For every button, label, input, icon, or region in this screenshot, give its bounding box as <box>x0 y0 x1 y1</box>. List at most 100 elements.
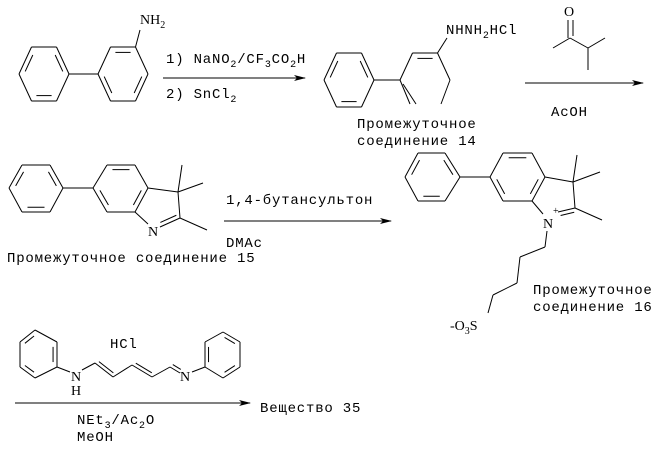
c-n-bond <box>438 38 448 53</box>
positive-charge-label: + <box>553 206 559 217</box>
conditions-step4-line2: MeOH <box>77 430 114 446</box>
bond <box>588 38 605 48</box>
ring-bond <box>35 330 57 342</box>
ring-bond <box>19 74 32 101</box>
bond <box>575 208 602 220</box>
alkyl-chain-bond <box>517 257 520 283</box>
bond <box>545 177 573 182</box>
product-label: Вещество 35 <box>260 401 361 417</box>
intermediate-14-label-line1: Промежуточное <box>357 117 477 133</box>
ring-bond <box>35 367 57 378</box>
ring-bond <box>9 188 22 212</box>
methyl-isopropyl-ketone-structure <box>553 20 605 70</box>
ring-bond <box>223 367 240 378</box>
chain-bond <box>113 365 132 377</box>
ring-bond <box>405 177 418 201</box>
ring-bond <box>93 165 107 188</box>
double-bond <box>444 160 453 175</box>
bond <box>570 38 588 48</box>
intermediate-16-label-line2: соединение 16 <box>533 300 653 316</box>
chain-bond <box>82 363 95 370</box>
ring-bond <box>441 80 450 104</box>
indolenine-nitrogen-label: N <box>148 225 158 240</box>
ring-bond <box>135 188 148 212</box>
ring-bond <box>20 330 35 342</box>
ring-bond <box>98 47 111 74</box>
bond <box>178 192 180 218</box>
bond <box>573 172 600 182</box>
double-bond <box>173 365 181 370</box>
ring-bond <box>405 153 418 177</box>
reagent-step1-line2: 2) SnCl2 <box>166 87 237 106</box>
bond <box>178 183 203 192</box>
ring-bond <box>136 47 149 74</box>
c-n-bond <box>136 30 141 47</box>
ring-bond <box>135 165 148 188</box>
sulfonate-group-label: -O3S <box>450 319 478 337</box>
ring-bond <box>57 47 70 74</box>
alkyl-chain-bond <box>488 295 493 313</box>
ring-bond <box>362 53 375 80</box>
ring-bond <box>490 177 503 201</box>
alkyl-chain-bond <box>520 247 545 257</box>
ring-bond <box>98 74 111 101</box>
bond <box>573 155 577 182</box>
hydrazine-group-label: NHNH2HCl <box>446 23 517 42</box>
bond <box>553 38 570 48</box>
ring-bond <box>50 165 63 188</box>
bond <box>192 367 205 372</box>
bond <box>400 53 413 80</box>
ring-bond <box>50 188 63 212</box>
double-bond <box>136 363 152 373</box>
bond <box>148 188 178 192</box>
intermediate-14-structure <box>324 38 450 107</box>
ring-bond <box>490 153 503 177</box>
ring-bond <box>57 74 70 101</box>
ring-bond <box>205 332 223 342</box>
alkyl-chain-bond <box>545 231 547 247</box>
bond <box>178 165 182 192</box>
ring-bond <box>532 153 545 177</box>
reagent-step2: AcOH <box>551 105 588 121</box>
bond <box>438 53 451 80</box>
bond <box>135 212 148 224</box>
double-bond <box>561 212 575 215</box>
ring-bond <box>20 367 35 378</box>
indolium-nitrogen-label: N <box>543 217 553 232</box>
ring-bond <box>532 177 545 201</box>
bond <box>573 182 575 208</box>
bond <box>57 367 70 372</box>
ring-bond <box>19 47 32 74</box>
ring-bond <box>223 332 240 342</box>
chain-bond <box>152 367 170 377</box>
aminobiphenyl-structure <box>19 30 148 101</box>
amine-hydrogen-label: H <box>71 384 81 399</box>
reagent-step1-line1: 1) NaNO2/CF3CO2H <box>166 52 306 71</box>
ring-bond <box>9 165 22 188</box>
double-bond <box>403 84 416 104</box>
reagent-step3: 1,4-бутансультон <box>226 192 373 209</box>
ring-bond <box>93 188 107 212</box>
intermediate-15-label: Промежуточное соединение 15 <box>7 251 255 267</box>
ring-bond <box>445 177 460 201</box>
ring-bond <box>324 80 337 107</box>
amine-group-label: NH2 <box>140 13 165 31</box>
hcl-salt-label: HCl <box>110 337 138 353</box>
ketone-oxygen-label: O <box>564 5 574 20</box>
intermediate-14-label-line2: соединение 14 <box>357 134 477 150</box>
double-bond <box>160 215 176 222</box>
ring-bond <box>362 80 375 107</box>
ring-bond <box>205 367 223 378</box>
intermediate-16-label-line1: Промежуточное <box>533 283 653 299</box>
bond <box>160 218 180 227</box>
alkyl-chain-bond <box>493 283 517 295</box>
solvent-step3: DMAc <box>226 236 263 252</box>
ring-bond <box>324 53 337 80</box>
intermediate-15-structure <box>9 165 207 230</box>
imine-nitrogen-label: N <box>180 370 190 385</box>
bond <box>558 208 575 212</box>
amine-nitrogen-label: N <box>71 370 81 385</box>
bond <box>180 218 207 230</box>
bond <box>532 201 543 214</box>
